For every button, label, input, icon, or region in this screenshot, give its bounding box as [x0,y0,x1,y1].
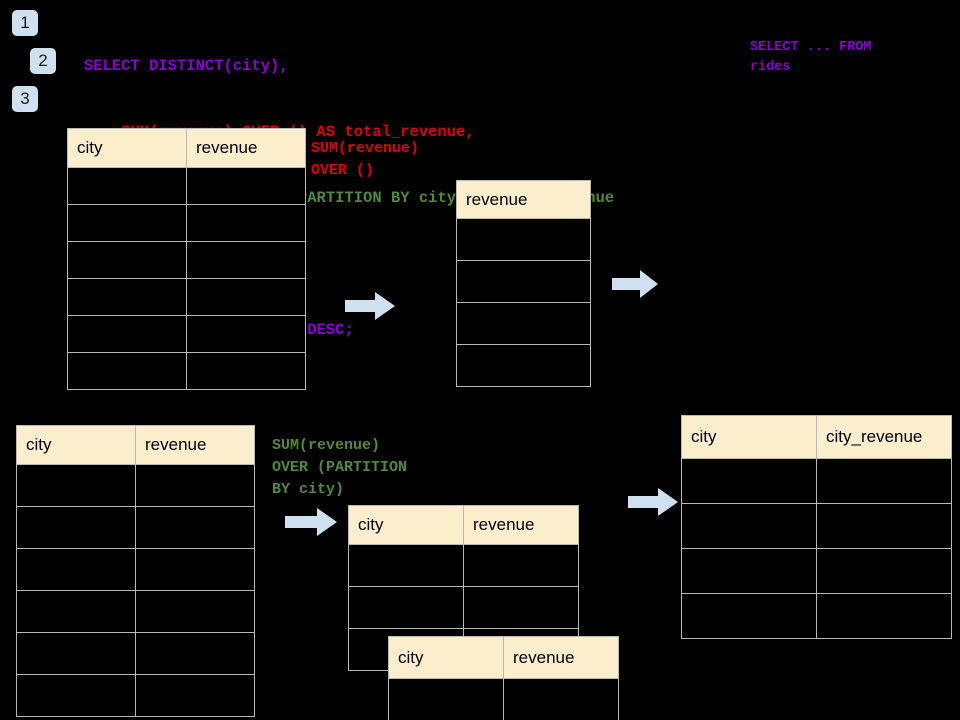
column-header-revenue: revenue [456,180,591,219]
column-header-city: city [16,425,136,465]
table-row [16,548,255,591]
column-header-revenue: revenue [503,636,619,679]
result-table: city city_revenue [681,415,952,639]
cell-city-revenue [816,503,952,549]
arrow-source2-to-partition-icon [285,508,337,536]
cell-revenue [135,464,255,507]
cell-revenue [186,204,306,242]
cell-revenue [135,632,255,675]
step-badge-2: 2 [30,48,56,74]
table-header-row: city revenue [388,636,619,679]
column-header-revenue: revenue [186,128,306,168]
column-header-city-revenue: city_revenue [816,415,952,459]
column-header-city: city [67,128,187,168]
table-row [456,218,591,261]
table-header-row: revenue [456,180,591,219]
annotation-sum-over-empty: SUM(revenue) OVER () [311,140,420,179]
cell-city [348,586,464,629]
table-row [67,315,306,353]
rides-source-table: city revenue [67,128,306,390]
table-row [681,503,952,549]
table-row [67,241,306,279]
table-row [16,674,255,717]
annotation-sum-over-partition: SUM(revenue) OVER (PARTITION BY city) [272,437,408,498]
cell-city [16,548,136,591]
table-row [348,544,579,587]
partition-group-table-a: city revenue [348,505,579,671]
table-row [67,204,306,242]
column-header-revenue: revenue [135,425,255,465]
table-row [16,590,255,633]
cell-city [16,590,136,633]
rides-source-table-partitioned: city revenue [16,425,255,717]
cell-city [67,167,187,205]
cell-city [67,241,187,279]
cell-revenue [456,218,591,261]
column-header-city: city [681,415,817,459]
table-row [16,464,255,507]
table-header-row: city revenue [16,425,255,465]
table-row [67,352,306,390]
cell-revenue [463,586,579,629]
cell-city [16,632,136,675]
cell-revenue [135,548,255,591]
cell-city [67,278,187,316]
arrow-total-to-result-icon [612,270,658,298]
cell-city-revenue [816,548,952,594]
table-row [456,260,591,303]
table-row [16,506,255,549]
cell-revenue [456,344,591,387]
sql-line-select: SELECT DISTINCT(city), [84,57,289,75]
cell-city [16,464,136,507]
table-row [456,344,591,387]
step-badge-1: 1 [12,10,38,36]
cell-city [681,503,817,549]
table-row [681,548,952,594]
arrow-partition-to-result-icon [628,488,678,516]
annotation-select-from: SELECT ... FROM rides [750,40,872,75]
table-row [681,458,952,504]
table-row [348,586,579,629]
partition-group-table-b: city revenue [388,636,619,720]
cell-revenue [135,590,255,633]
cell-city [16,506,136,549]
table-row [681,593,952,639]
cell-city-revenue [816,593,952,639]
cell-revenue [456,302,591,345]
table-header-row: city revenue [67,128,306,168]
cell-revenue [463,544,579,587]
cell-revenue [186,241,306,279]
cell-city [67,204,187,242]
cell-revenue [186,278,306,316]
table-row [388,678,619,720]
table-row [16,632,255,675]
cell-city [67,315,187,353]
cell-city [348,544,464,587]
arrow-source-to-total-icon [345,292,395,320]
cell-city [681,458,817,504]
cell-revenue [503,678,619,720]
cell-city [388,678,504,720]
cell-revenue [135,506,255,549]
cell-revenue [186,167,306,205]
step-badge-3: 3 [12,86,38,112]
table-row [456,302,591,345]
cell-city-revenue [816,458,952,504]
cell-revenue [186,352,306,390]
column-header-revenue: revenue [463,505,579,545]
total-revenue-table: revenue [456,180,591,387]
table-header-row: city city_revenue [681,415,952,459]
table-header-row: city revenue [348,505,579,545]
cell-city [67,352,187,390]
column-header-city: city [388,636,504,679]
table-row [67,167,306,205]
cell-city [681,593,817,639]
column-header-city: city [348,505,464,545]
cell-city [681,548,817,594]
cell-revenue [135,674,255,717]
cell-city [16,674,136,717]
table-row [67,278,306,316]
cell-revenue [456,260,591,303]
cell-revenue [186,315,306,353]
